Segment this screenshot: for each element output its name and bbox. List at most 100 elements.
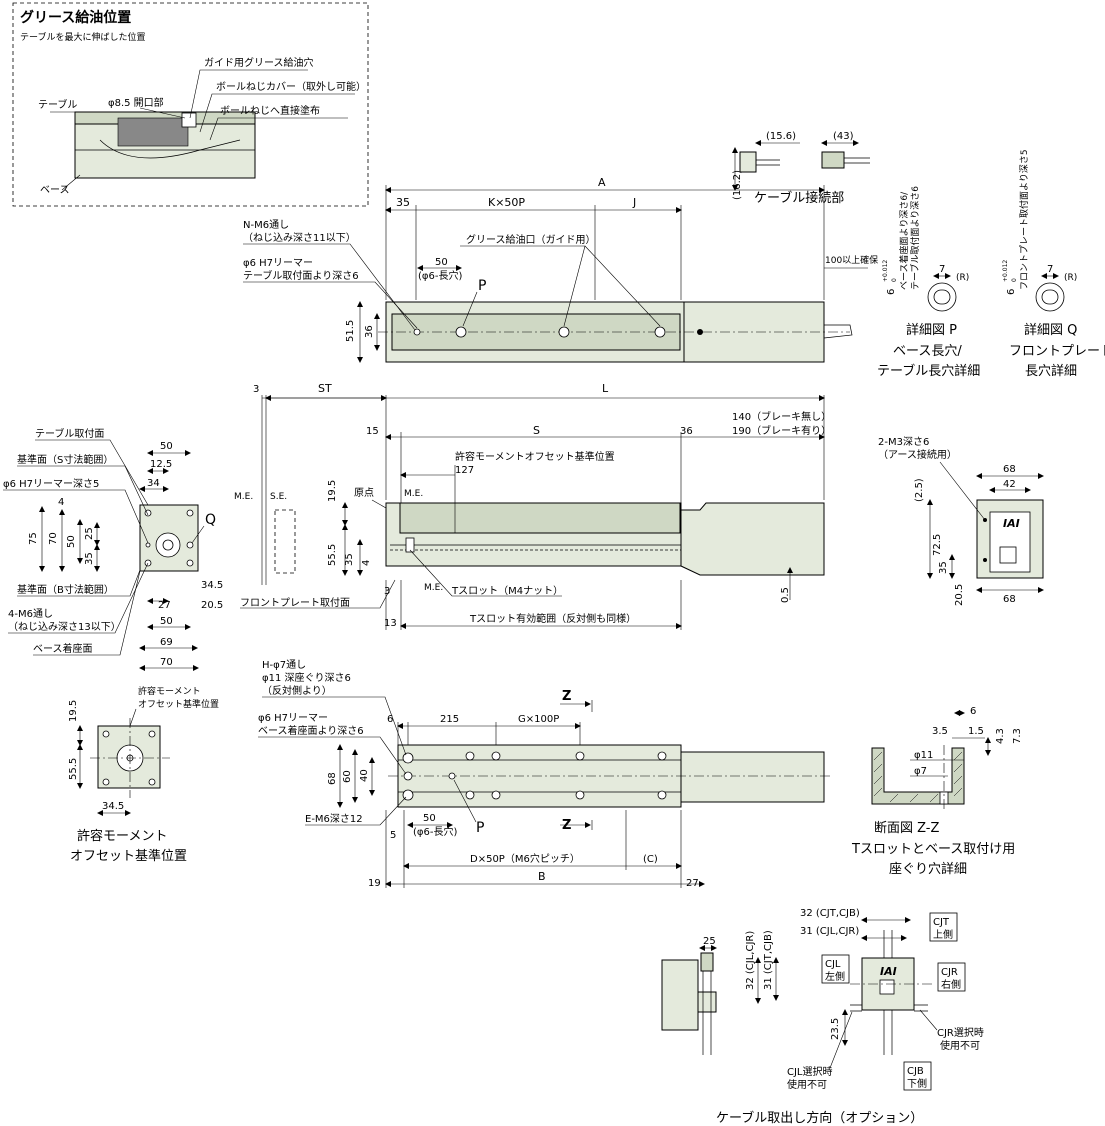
- bottom-dim-dx50p: D×50P（M6穴ピッチ）: [470, 852, 580, 865]
- side-dim-L: L: [602, 382, 609, 395]
- cabledir-cjl-note-2: 使用不可: [787, 1078, 827, 1091]
- grease-base-label: ベース: [40, 184, 70, 196]
- side-dim-15: 15: [366, 426, 379, 437]
- moment-dim-555: 55.5: [68, 758, 79, 780]
- phi6-label-b: テーブル取付面より深さ6: [243, 269, 359, 282]
- side-SE: S.E.: [270, 492, 287, 502]
- cabledir-title: ケーブル取出し方向（オプション）: [716, 1110, 923, 1126]
- end-view-holes: [144, 509, 194, 567]
- cable-label: ケーブル接続部: [754, 190, 844, 206]
- side-dim-S: S: [533, 424, 540, 437]
- motor-m3: 2-M3深さ6: [878, 436, 929, 448]
- bottom-dim-27: 27: [686, 878, 699, 889]
- side-brake-2: 190（ブレーキ有り）: [732, 424, 831, 437]
- motor-dim-42: 42: [1003, 479, 1016, 490]
- side-dim-555: 55.5: [327, 544, 338, 566]
- cable-side-motor: [661, 959, 699, 1031]
- cabledir-dim-235: 23.5: [830, 1018, 841, 1040]
- detail-P-marker: P: [478, 278, 486, 294]
- end-phi6: φ6 H7リーマー深さ5: [3, 478, 99, 490]
- side-ME-3: M.E.: [424, 583, 443, 593]
- side-view: 3 ST L 15 S 36 140（ブレーキ無し） 190（ブレーキ有り） 許…: [234, 382, 831, 630]
- cabledir-cjl-1: CJL: [825, 959, 841, 970]
- detailP-d7: 7: [939, 264, 945, 275]
- side-dim-127: 127: [455, 465, 474, 476]
- bottom-dim-215: 215: [440, 714, 459, 725]
- bottom-phi1: φ6 H7リーマー: [258, 713, 328, 724]
- end-dim-50: 50: [160, 441, 173, 452]
- section-Z-marker-top: Z: [562, 689, 571, 704]
- cabledir-cjb-1: CJB: [907, 1066, 924, 1077]
- dim-50-top: 50: [435, 257, 448, 268]
- moment-offset-view: 許容モーメント オフセット基準位置 19.5 55.5 34.5 許容モーメント…: [68, 685, 219, 864]
- section-Z-marker-bottom: Z: [562, 818, 571, 833]
- moment-label-2: オフセット基準位置: [138, 698, 219, 710]
- dim-A: A: [598, 176, 606, 189]
- end-dim-27: 27: [158, 600, 171, 611]
- detailP-title-1: 詳細図 P: [906, 322, 957, 338]
- grease-table-label: テーブル: [38, 98, 77, 111]
- cable-dim-162: (16.2): [732, 170, 743, 200]
- moment-dim-195: 19.5: [68, 700, 79, 722]
- cabledir-cjr-2: 右側: [941, 978, 961, 991]
- dim-515: 51.5: [345, 320, 356, 342]
- side-dim-ST: ST: [318, 382, 332, 395]
- motor-dim-68: 68: [1003, 464, 1016, 475]
- detailQ-d7: 7: [1047, 264, 1053, 275]
- detailQ-tol: 6: [1006, 289, 1017, 295]
- side-dim-13: 13: [384, 618, 397, 629]
- section-title-3: 座ぐり穴詳細: [889, 861, 967, 877]
- bottom-em6: E-M6深さ12: [305, 813, 363, 825]
- side-origin: 原点: [354, 487, 374, 499]
- bottom-view-motor: [680, 751, 825, 803]
- cabledir-cjr-1: CJR: [941, 967, 958, 978]
- motor-logo: IAI: [1003, 517, 1020, 530]
- dim-kx50p: K×50P: [488, 196, 525, 209]
- section-dim-35: 3.5: [932, 726, 948, 737]
- nm6-label: N-M6通し: [243, 219, 289, 231]
- side-dim-3: 3: [253, 384, 259, 395]
- grease-opening: φ8.5 開口部: [108, 96, 164, 109]
- detail-Q: 7 (R) 6 +0.012 0 フロントプレート取付面より深さ5 詳細図 Q …: [1002, 149, 1105, 379]
- top-view: A 35 K×50P J グリース給油口（ガイド用） N-M6通し （ねじ込み深…: [243, 176, 878, 363]
- section-phi7: φ7: [914, 766, 927, 777]
- section-profile: [871, 747, 965, 805]
- grease-title: グリース給油位置: [20, 9, 131, 26]
- side-dim-05: 0.5: [780, 587, 791, 603]
- detailQ-title-3: 長穴詳細: [1025, 363, 1077, 379]
- end-dim-345: 34.5: [201, 580, 223, 591]
- end-dim-70: 70: [48, 532, 59, 545]
- cable-direction-view: 25 IAI 32 (CJT,CJB) 31 (CJL,CJR) 32 (CJL…: [661, 908, 984, 1126]
- motor-dim-35: 35: [938, 561, 949, 574]
- cable-connection-view: (15.6) (43) (16.2) ケーブル接続部: [732, 131, 870, 206]
- end-m6: 4-M6通し: [8, 608, 53, 620]
- section-dim-43: 4.3: [995, 728, 1006, 744]
- bottom-h2: φ11 深座ぐり深さ6: [262, 671, 351, 684]
- bottom-view: H-φ7通し φ11 深座ぐり深さ6 （反対側より） φ6 H7リーマー ベース…: [258, 659, 830, 889]
- end-ref-s: 基準面（S寸法範囲）: [17, 453, 113, 466]
- end-dim-69: 69: [160, 637, 173, 648]
- detailQ-tol-sub: 0: [1011, 278, 1018, 282]
- end-dim-4: 4: [58, 497, 64, 508]
- end-dim-75: 75: [28, 532, 39, 545]
- bottom-dim-5: 5: [390, 830, 396, 841]
- cabledir-dim-32v: 32 (CJL,CJR): [745, 931, 756, 990]
- moment-label-1: 許容モーメント: [138, 685, 201, 697]
- cabledir-cjt-1: CJT: [933, 917, 950, 928]
- detailQ-tol-sup: +0.012: [1002, 260, 1009, 282]
- detailP-tol-sub: 0: [891, 278, 898, 282]
- section-title-1: 断面図 Z-Z: [874, 821, 940, 836]
- cabledir-cjt-2: 上側: [933, 928, 953, 941]
- motor-m3-b: （アース接続用）: [878, 448, 957, 461]
- detailP-vert1: ベース着座面より深さ6/: [898, 191, 910, 290]
- section-title-2: Tスロットとベース取付け用: [851, 842, 1015, 857]
- motor-dim-725: 72.5: [932, 534, 943, 556]
- end-dim-35: 35: [84, 552, 95, 565]
- dim-J: J: [632, 196, 636, 209]
- moment-dim-345: 34.5: [102, 801, 124, 812]
- detailP-title-3: テーブル長穴詳細: [877, 363, 980, 379]
- bottom-phi2: ベース着座面より深さ6: [258, 724, 364, 737]
- end-base-seat: ベース着座面: [33, 642, 93, 655]
- grease-section-hatch: [117, 117, 189, 147]
- moment-title-2: オフセット基準位置: [70, 848, 187, 864]
